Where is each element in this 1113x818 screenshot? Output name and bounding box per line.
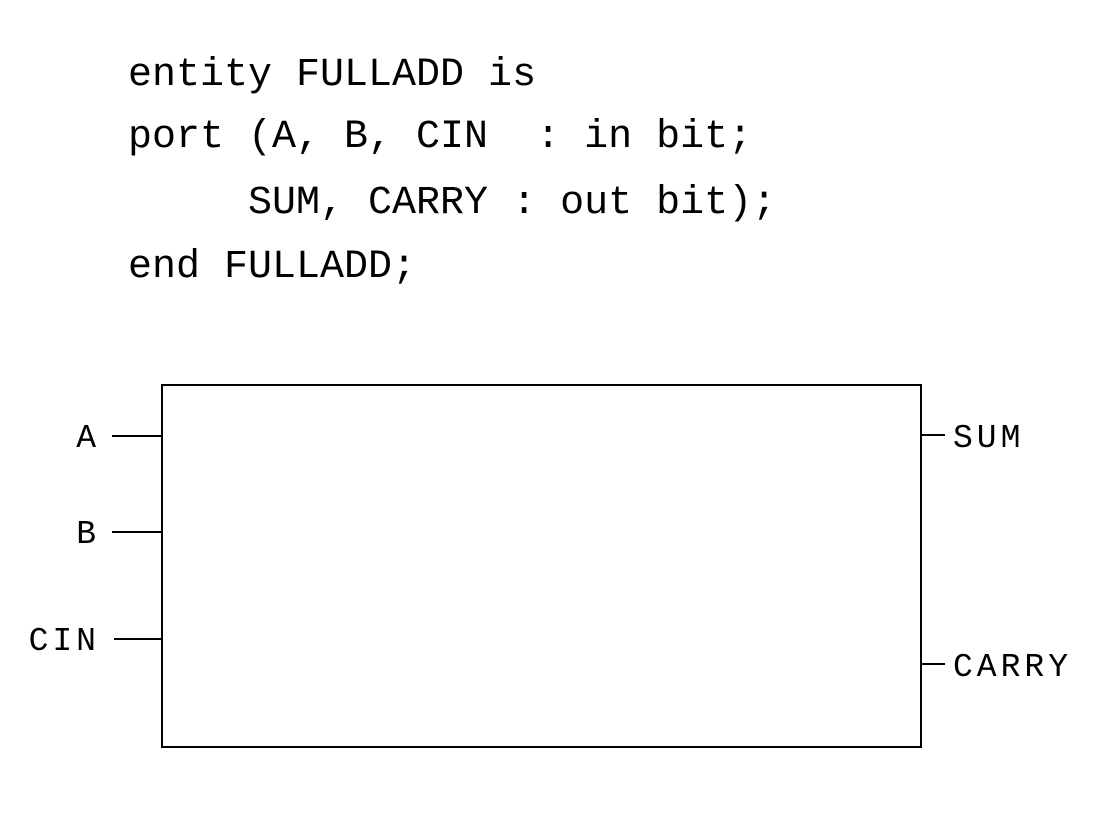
fulladd-block (161, 384, 922, 748)
port-label-cin: CIN (29, 623, 100, 660)
port-label-b: B (76, 516, 100, 553)
port-label-carry: CARRY (953, 649, 1072, 686)
port-label-sum: SUM (953, 420, 1024, 457)
port-label-a: A (76, 420, 100, 457)
code-line-port-outputs: SUM, CARRY : out bit); (128, 181, 777, 226)
code-line-port-inputs: port (A, B, CIN : in bit; (128, 115, 753, 160)
code-line-end: end FULLADD; (128, 245, 417, 290)
code-line-entity: entity FULLADD is (128, 53, 537, 98)
